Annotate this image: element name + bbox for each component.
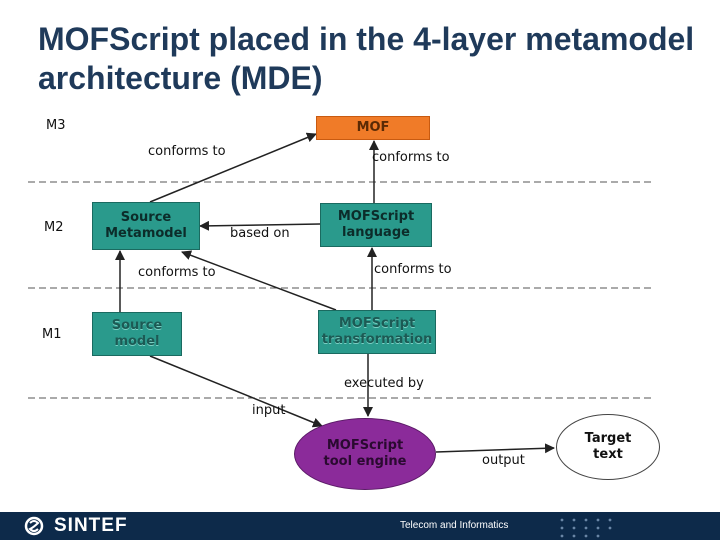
level-m2: M2 [44, 220, 64, 235]
footer-department: Telecom and Informatics [400, 520, 509, 531]
node-tool-engine[interactable]: MOFScript tool engine [294, 418, 436, 490]
node-target-text[interactable]: Target text [556, 414, 660, 480]
label-executed-by: executed by [344, 376, 424, 391]
level-m3: M3 [46, 118, 66, 133]
edge-output [435, 443, 555, 454]
node-source-metamodel[interactable]: Source Metamodel [92, 202, 200, 250]
label-sm-conforms: conforms to [148, 144, 226, 159]
edge-mt-to-sm [181, 250, 337, 311]
footer-bar [0, 512, 720, 540]
node-mof[interactable]: MOF [316, 116, 430, 140]
level-m1: M1 [42, 327, 62, 342]
label-ml-conforms: conforms to [372, 150, 450, 165]
label-based-on: based on [230, 226, 290, 241]
edge-input [149, 355, 323, 428]
edge-sm-to-mof [149, 132, 317, 203]
footer-dot-pattern [560, 518, 612, 538]
node-source-model[interactable]: Source model [92, 312, 182, 356]
node-mofscript-language[interactable]: MOFScript language [320, 203, 432, 247]
label-input: input [252, 403, 286, 418]
label-output: output [482, 453, 525, 468]
node-mofscript-transformation[interactable]: MOFScript transformation [318, 310, 436, 354]
edge-based-on [199, 220, 321, 231]
page-title: MOFScript placed in the 4-layer metamode… [38, 21, 695, 96]
footer-brand: SINTEF [54, 515, 128, 536]
label-smodel-conforms: conforms to [138, 265, 216, 280]
label-mt-conforms: conforms to [374, 262, 452, 277]
sintef-logo-icon [24, 516, 44, 536]
